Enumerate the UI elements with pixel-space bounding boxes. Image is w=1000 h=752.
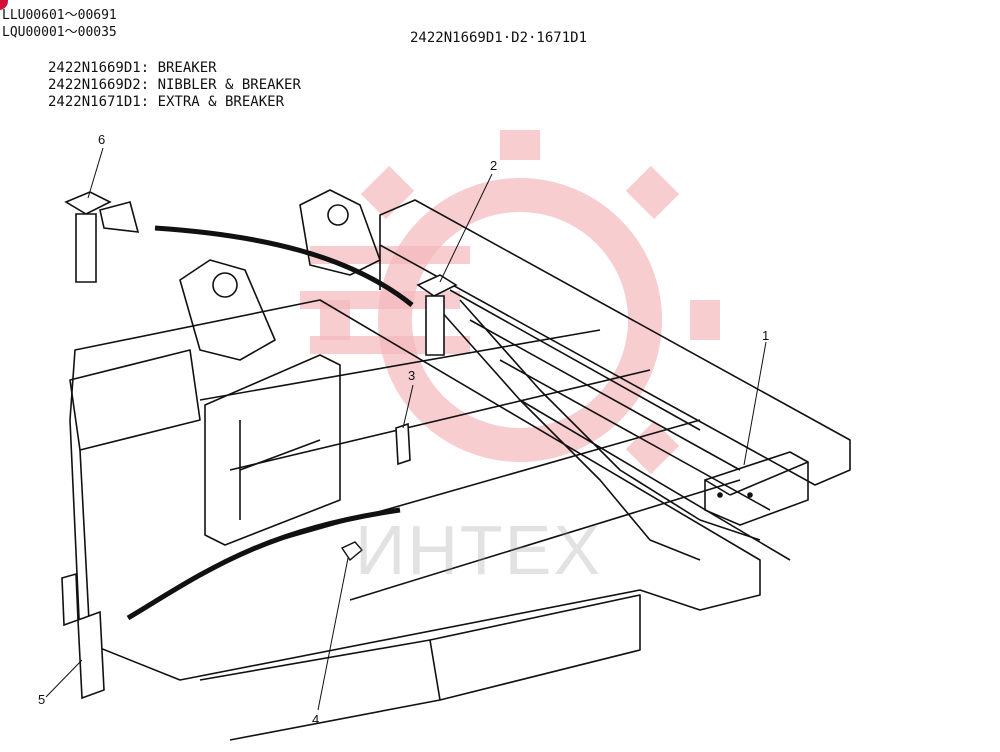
frame-structure (69, 189, 851, 741)
hose-lower (126, 507, 401, 621)
serial-range-2: LQU00001～00035 (2, 25, 117, 40)
hose-upper (154, 225, 414, 307)
legend-item: 2422N1671D1: EXTRA & BREAKER (48, 94, 285, 110)
part-legend: 2422N1669D1: BREAKER 2422N1669D2: NIBBLE… (48, 60, 301, 111)
part-2-column (416, 274, 458, 356)
part-6-stand (64, 191, 140, 283)
document-number: 2422N1669D1·D2·1671D1 (410, 30, 588, 46)
legend-code: 2422N1669D2 (48, 77, 141, 93)
callout-5: 5 (38, 692, 46, 707)
legend-code: 2422N1669D1 (48, 60, 141, 76)
callout-1: 1 (762, 328, 770, 343)
legend-code: 2422N1671D1 (48, 94, 141, 110)
callout-3: 3 (408, 368, 416, 383)
watermark-gear-icon (320, 130, 720, 475)
part-5-plates (61, 572, 105, 700)
corner-badge (0, 0, 8, 10)
legend-item: 2422N1669D1: BREAKER (48, 60, 217, 76)
legend-desc: NIBBLER & BREAKER (157, 77, 301, 93)
legend-desc: EXTRA & BREAKER (157, 94, 285, 110)
legend-item: 2422N1669D2: NIBBLER & BREAKER (48, 77, 301, 93)
leader-lines (45, 147, 767, 711)
part-3-plate (395, 422, 411, 466)
callout-6: 6 (98, 132, 106, 147)
serial-range-1: LLU00601～00691 (2, 8, 117, 23)
part-1-box (704, 451, 809, 526)
legend-desc: BREAKER (157, 60, 217, 76)
callout-4: 4 (312, 712, 320, 727)
part-4-bracket (340, 541, 363, 562)
watermark-text: ИНТЕХ (355, 511, 603, 589)
callout-2: 2 (490, 158, 498, 173)
